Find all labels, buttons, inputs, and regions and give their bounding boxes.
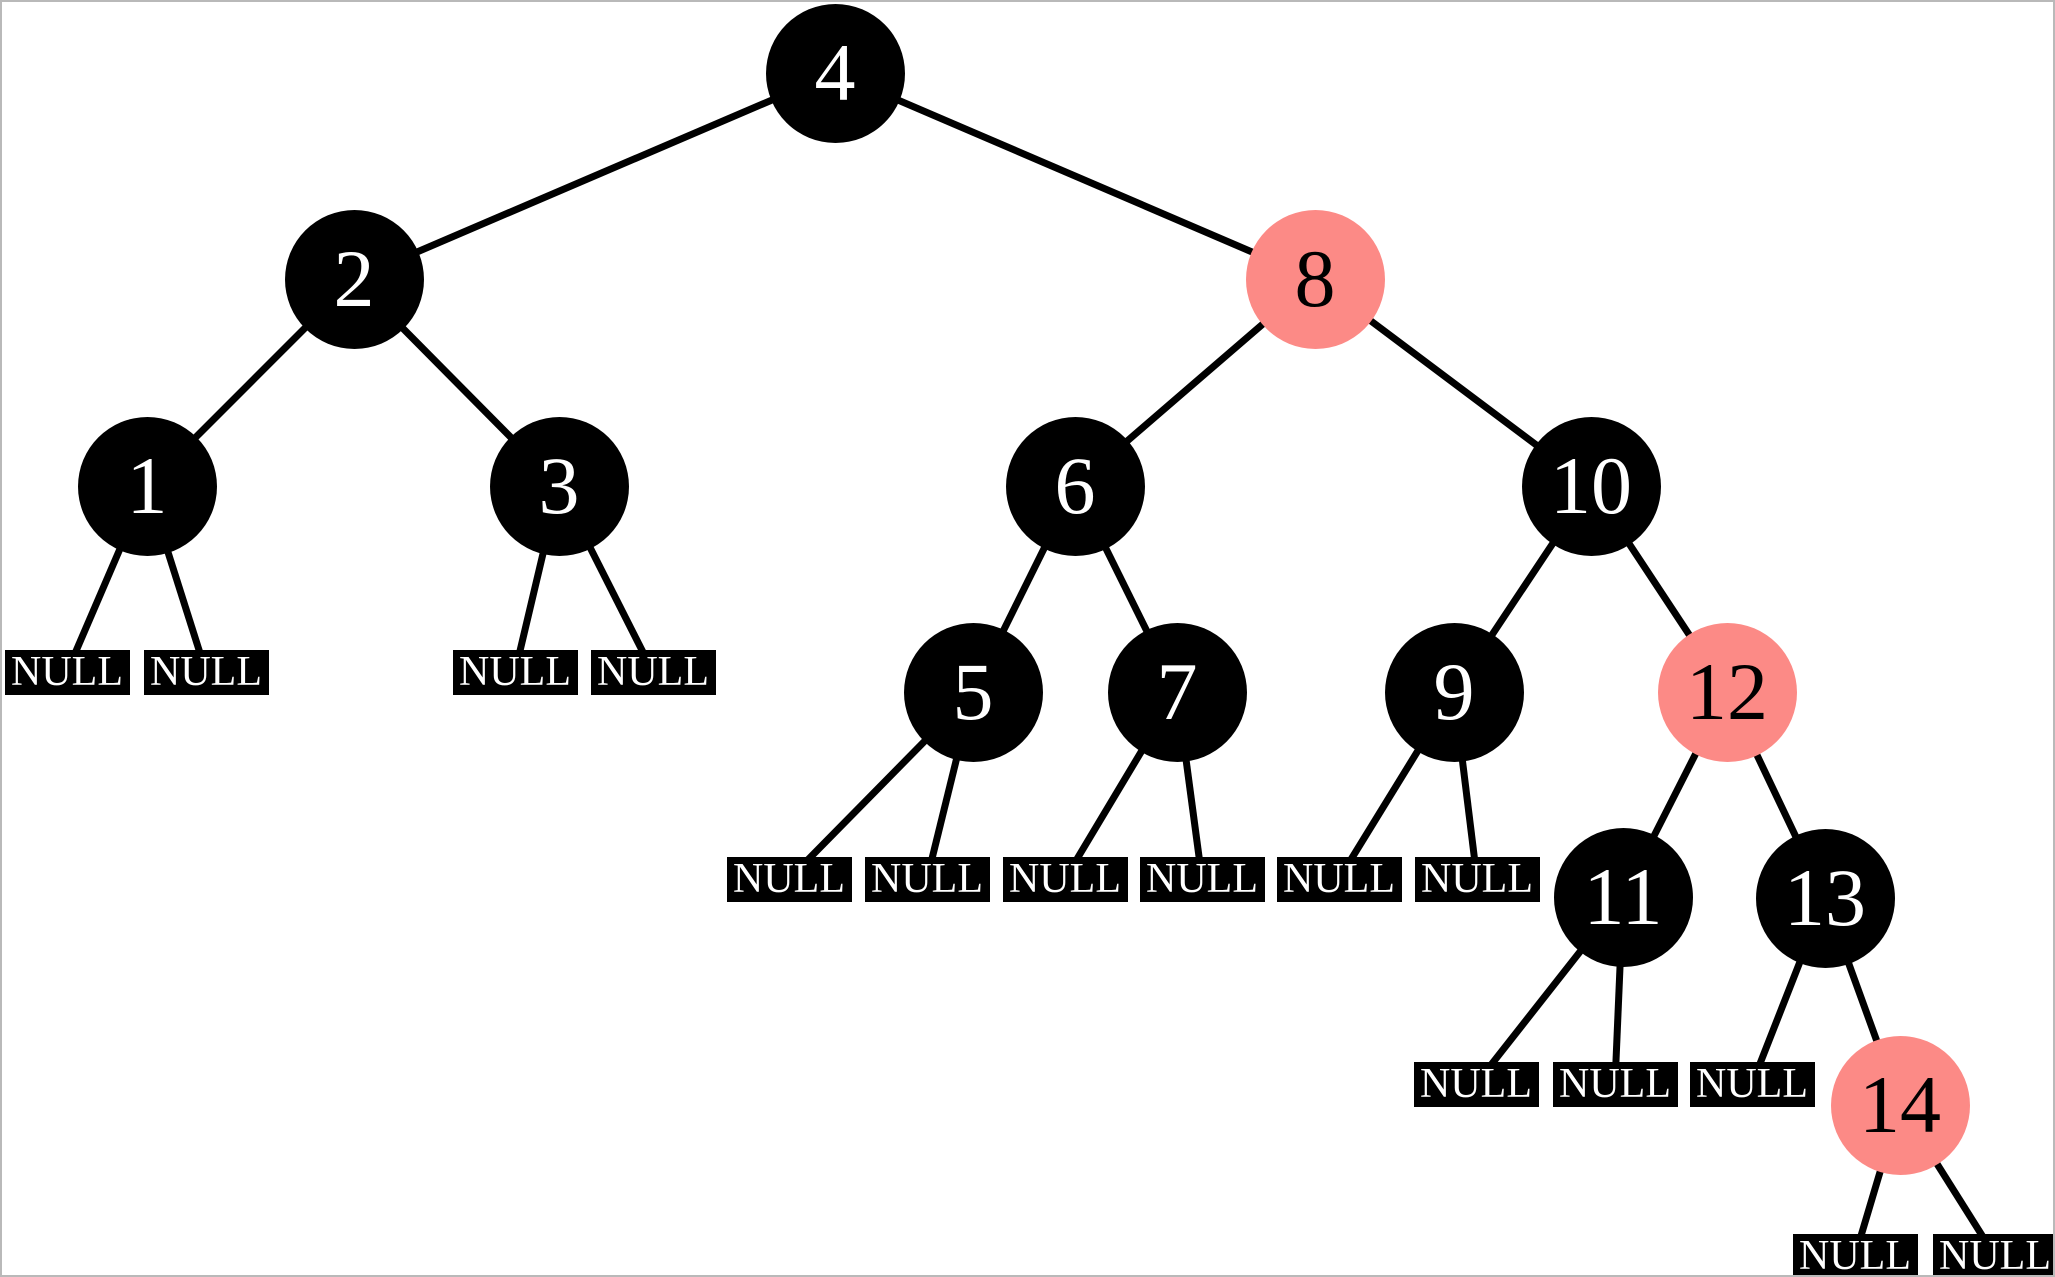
null-label: NULL — [1146, 856, 1258, 902]
node-value: 13 — [1784, 852, 1866, 943]
tree-node-5: 5 — [903, 622, 1043, 762]
tree-node-11: 11 — [1553, 827, 1693, 967]
tree-edge-4-2 — [352, 69, 837, 283]
tree-node-8: 8 — [1245, 209, 1385, 349]
tree-node-9: 9 — [1384, 622, 1524, 762]
null-label: NULL — [871, 856, 983, 902]
null-leaf: NULL — [590, 649, 716, 695]
node-value: 14 — [1859, 1059, 1941, 1150]
tree-node-14: 14 — [1830, 1035, 1970, 1175]
null-label: NULL — [1420, 1061, 1532, 1107]
null-label: NULL — [1009, 856, 1121, 902]
node-value: 3 — [538, 440, 580, 531]
tree-edge-4-8 — [833, 69, 1317, 283]
null-leaf: NULL — [452, 649, 578, 695]
null-label: NULL — [459, 649, 571, 695]
null-leaf: NULL — [1689, 1061, 1815, 1107]
tree-node-3: 3 — [489, 416, 629, 556]
null-label: NULL — [1421, 856, 1533, 902]
node-value: 2 — [333, 233, 375, 324]
null-label: NULL — [597, 649, 709, 695]
node-value: 12 — [1686, 646, 1768, 737]
node-value: 5 — [952, 646, 994, 737]
null-leaf: NULL — [4, 649, 130, 695]
null-leaf: NULL — [864, 856, 990, 902]
null-leaf: NULL — [1552, 1061, 1678, 1107]
null-leaf: NULL — [1413, 1061, 1539, 1107]
tree-node-4: 4 — [765, 3, 905, 143]
null-label: NULL — [733, 856, 845, 902]
null-leaf: NULL — [1139, 856, 1265, 902]
null-leaf: NULL — [726, 856, 852, 902]
null-label: NULL — [150, 649, 262, 695]
null-leaf: NULL — [143, 649, 269, 695]
tree-node-10: 10 — [1521, 416, 1661, 556]
null-leaf: NULL — [1276, 856, 1402, 902]
node-value: 6 — [1054, 440, 1096, 531]
node-value: 11 — [1583, 851, 1663, 942]
node-value: 10 — [1550, 440, 1632, 531]
node-value: 8 — [1294, 233, 1336, 324]
null-label: NULL — [1696, 1061, 1808, 1107]
tree-node-1: 1 — [77, 416, 217, 556]
node-value: 9 — [1433, 646, 1475, 737]
tree-node-2: 2 — [284, 209, 424, 349]
null-leaf: NULL — [1792, 1233, 1918, 1277]
null-leaf: NULL — [1932, 1233, 2053, 1277]
null-label: NULL — [1283, 856, 1395, 902]
tree-node-13: 13 — [1755, 828, 1895, 968]
node-value: 1 — [126, 440, 168, 531]
tree-node-7: 7 — [1107, 622, 1247, 762]
null-leaf: NULL — [1002, 856, 1128, 902]
null-label: NULL — [1559, 1061, 1671, 1107]
tree-node-12: 12 — [1657, 622, 1797, 762]
tree-node-6: 6 — [1005, 416, 1145, 556]
null-label: NULL — [1799, 1233, 1911, 1277]
null-label: NULL — [11, 649, 123, 695]
null-label: NULL — [1939, 1233, 2051, 1277]
null-leaf: NULL — [1414, 856, 1540, 902]
node-value: 4 — [814, 27, 856, 118]
node-value: 7 — [1156, 646, 1198, 737]
